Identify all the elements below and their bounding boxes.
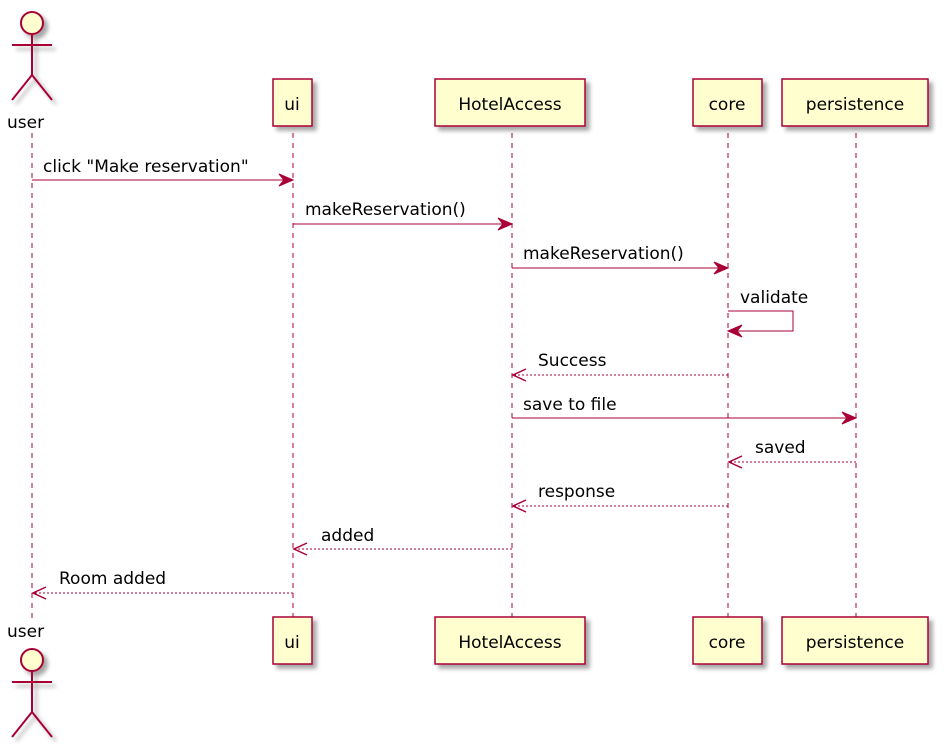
- message-save-to-file: save to file: [512, 395, 858, 425]
- actor-user-top: [11, 11, 53, 101]
- message-make-reservation-1: makeReservation(): [293, 200, 514, 231]
- message-validate: validate: [726, 288, 808, 338]
- message-response: response: [511, 482, 728, 513]
- message-make-reservation-2: makeReservation(): [512, 244, 730, 275]
- participant-core-bottom: core: [692, 616, 763, 665]
- actor-label-user-bottom: user: [7, 622, 44, 642]
- participant-ui-bottom: ui: [272, 616, 313, 665]
- participant-hotelaccess-top: HotelAccess: [434, 78, 586, 127]
- participant-label-hotelaccess-bottom: HotelAccess: [458, 633, 561, 653]
- participant-persistence-top: persistence: [781, 78, 929, 127]
- message-click-make-reservation: click "Make reservation": [32, 157, 295, 187]
- participant-hotelaccess-bottom: HotelAccess: [434, 616, 586, 665]
- participant-ui-top: ui: [272, 78, 313, 127]
- message-label: makeReservation(): [523, 244, 684, 264]
- message-success: Success: [511, 351, 728, 382]
- actor-label-user-top: user: [7, 113, 44, 133]
- message-added: added: [292, 526, 512, 556]
- participant-persistence-bottom: persistence: [781, 616, 929, 665]
- message-label: Success: [538, 351, 607, 371]
- participant-label-persistence-top: persistence: [806, 95, 904, 115]
- actor-user-bottom: [11, 648, 53, 738]
- participant-label-core-bottom: core: [709, 633, 746, 653]
- message-label: Room added: [59, 569, 166, 589]
- message-label: saved: [755, 438, 806, 458]
- message-label: added: [321, 526, 374, 546]
- message-label: click "Make reservation": [43, 157, 249, 177]
- participant-label-persistence-bottom: persistence: [806, 633, 904, 653]
- message-room-added: Room added: [31, 569, 293, 600]
- actor-head-icon: [20, 648, 44, 672]
- message-label: response: [538, 482, 615, 502]
- participant-label-hotelaccess-top: HotelAccess: [458, 95, 561, 115]
- participant-core-top: core: [692, 78, 763, 127]
- message-label: save to file: [523, 395, 617, 415]
- participant-label-ui-top: ui: [284, 95, 300, 115]
- message-label: makeReservation(): [305, 200, 466, 220]
- message-saved: saved: [727, 438, 856, 469]
- participant-label-ui-bottom: ui: [284, 633, 300, 653]
- message-label: validate: [740, 288, 808, 308]
- actor-head-icon: [20, 11, 44, 35]
- lifelines: [31, 133, 857, 618]
- participant-label-core-top: core: [709, 95, 746, 115]
